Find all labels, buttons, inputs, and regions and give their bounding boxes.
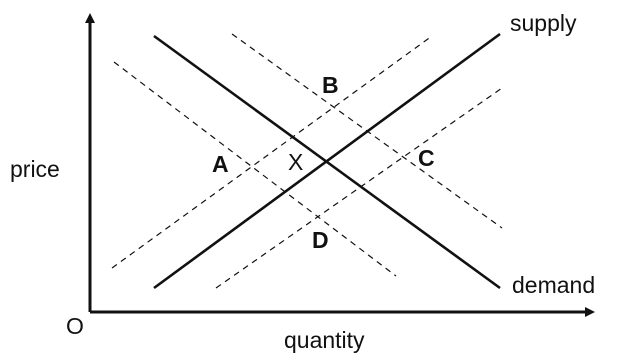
region-b-label: B <box>322 72 339 98</box>
equilibrium-label: X <box>288 149 303 175</box>
region-c-label: C <box>418 145 435 171</box>
demand-label: demand <box>512 272 595 298</box>
region-a-label: A <box>212 151 229 177</box>
demand-shift-left-dashed <box>113 61 397 277</box>
y-axis-label: price <box>10 156 60 182</box>
supply-shift-right-dashed <box>215 87 503 289</box>
x-axis-label: quantity <box>284 327 365 353</box>
supply-shift-left-dashed <box>111 35 433 269</box>
demand-curve <box>153 34 501 290</box>
region-d-label: D <box>312 227 329 253</box>
origin-label: O <box>66 313 84 339</box>
supply-label: supply <box>510 10 577 36</box>
